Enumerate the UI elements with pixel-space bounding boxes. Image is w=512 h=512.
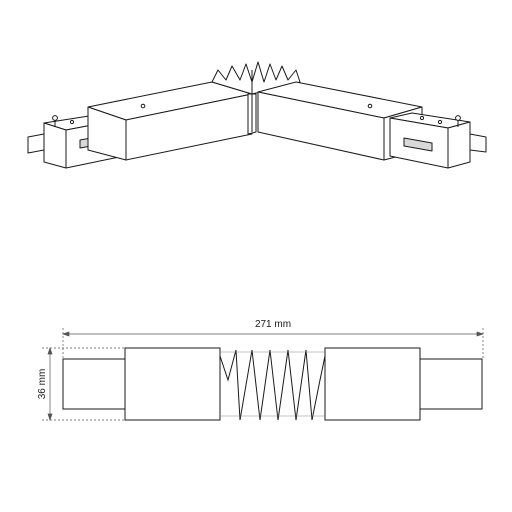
side-right-housing [324, 347, 421, 421]
side-view [62, 347, 483, 421]
flex-joint-bellows [211, 61, 301, 135]
right-end-adapter [389, 112, 487, 169]
left-screw-hole-a [69, 119, 75, 125]
left-housing-end [87, 106, 127, 161]
isometric-view [27, 61, 487, 169]
height-label: 36 mm [37, 369, 48, 400]
left-screw-head [52, 115, 58, 121]
side-left-housing [124, 347, 221, 421]
right-screw-hole-b [419, 115, 425, 121]
left-adapter-front-face [43, 122, 67, 169]
side-left-end-piece [62, 358, 126, 410]
side-right-end-piece [419, 358, 483, 410]
right-screw-head [455, 115, 461, 121]
left-housing [87, 81, 253, 161]
dimension-height [42, 346, 125, 422]
length-label: 271 mm [255, 319, 291, 330]
side-bellows-zigzag [219, 349, 326, 421]
left-adapter-tab [27, 133, 45, 154]
height-arrow-top [47, 346, 53, 355]
left-connector-arm [27, 81, 253, 169]
length-arrow-right [476, 331, 485, 337]
left-housing-hole [140, 103, 146, 109]
height-arrow-bottom [47, 413, 53, 422]
right-housing-hole [367, 103, 373, 109]
bellows-top-folds [211, 61, 301, 95]
right-adapter-front-face [447, 121, 471, 169]
right-screw-hole-a [437, 119, 443, 125]
right-adapter-slot [403, 137, 433, 152]
length-arrow-left [61, 331, 70, 337]
right-adapter-tab [469, 133, 487, 153]
dimension-length [61, 328, 485, 360]
right-connector-arm [257, 81, 487, 169]
